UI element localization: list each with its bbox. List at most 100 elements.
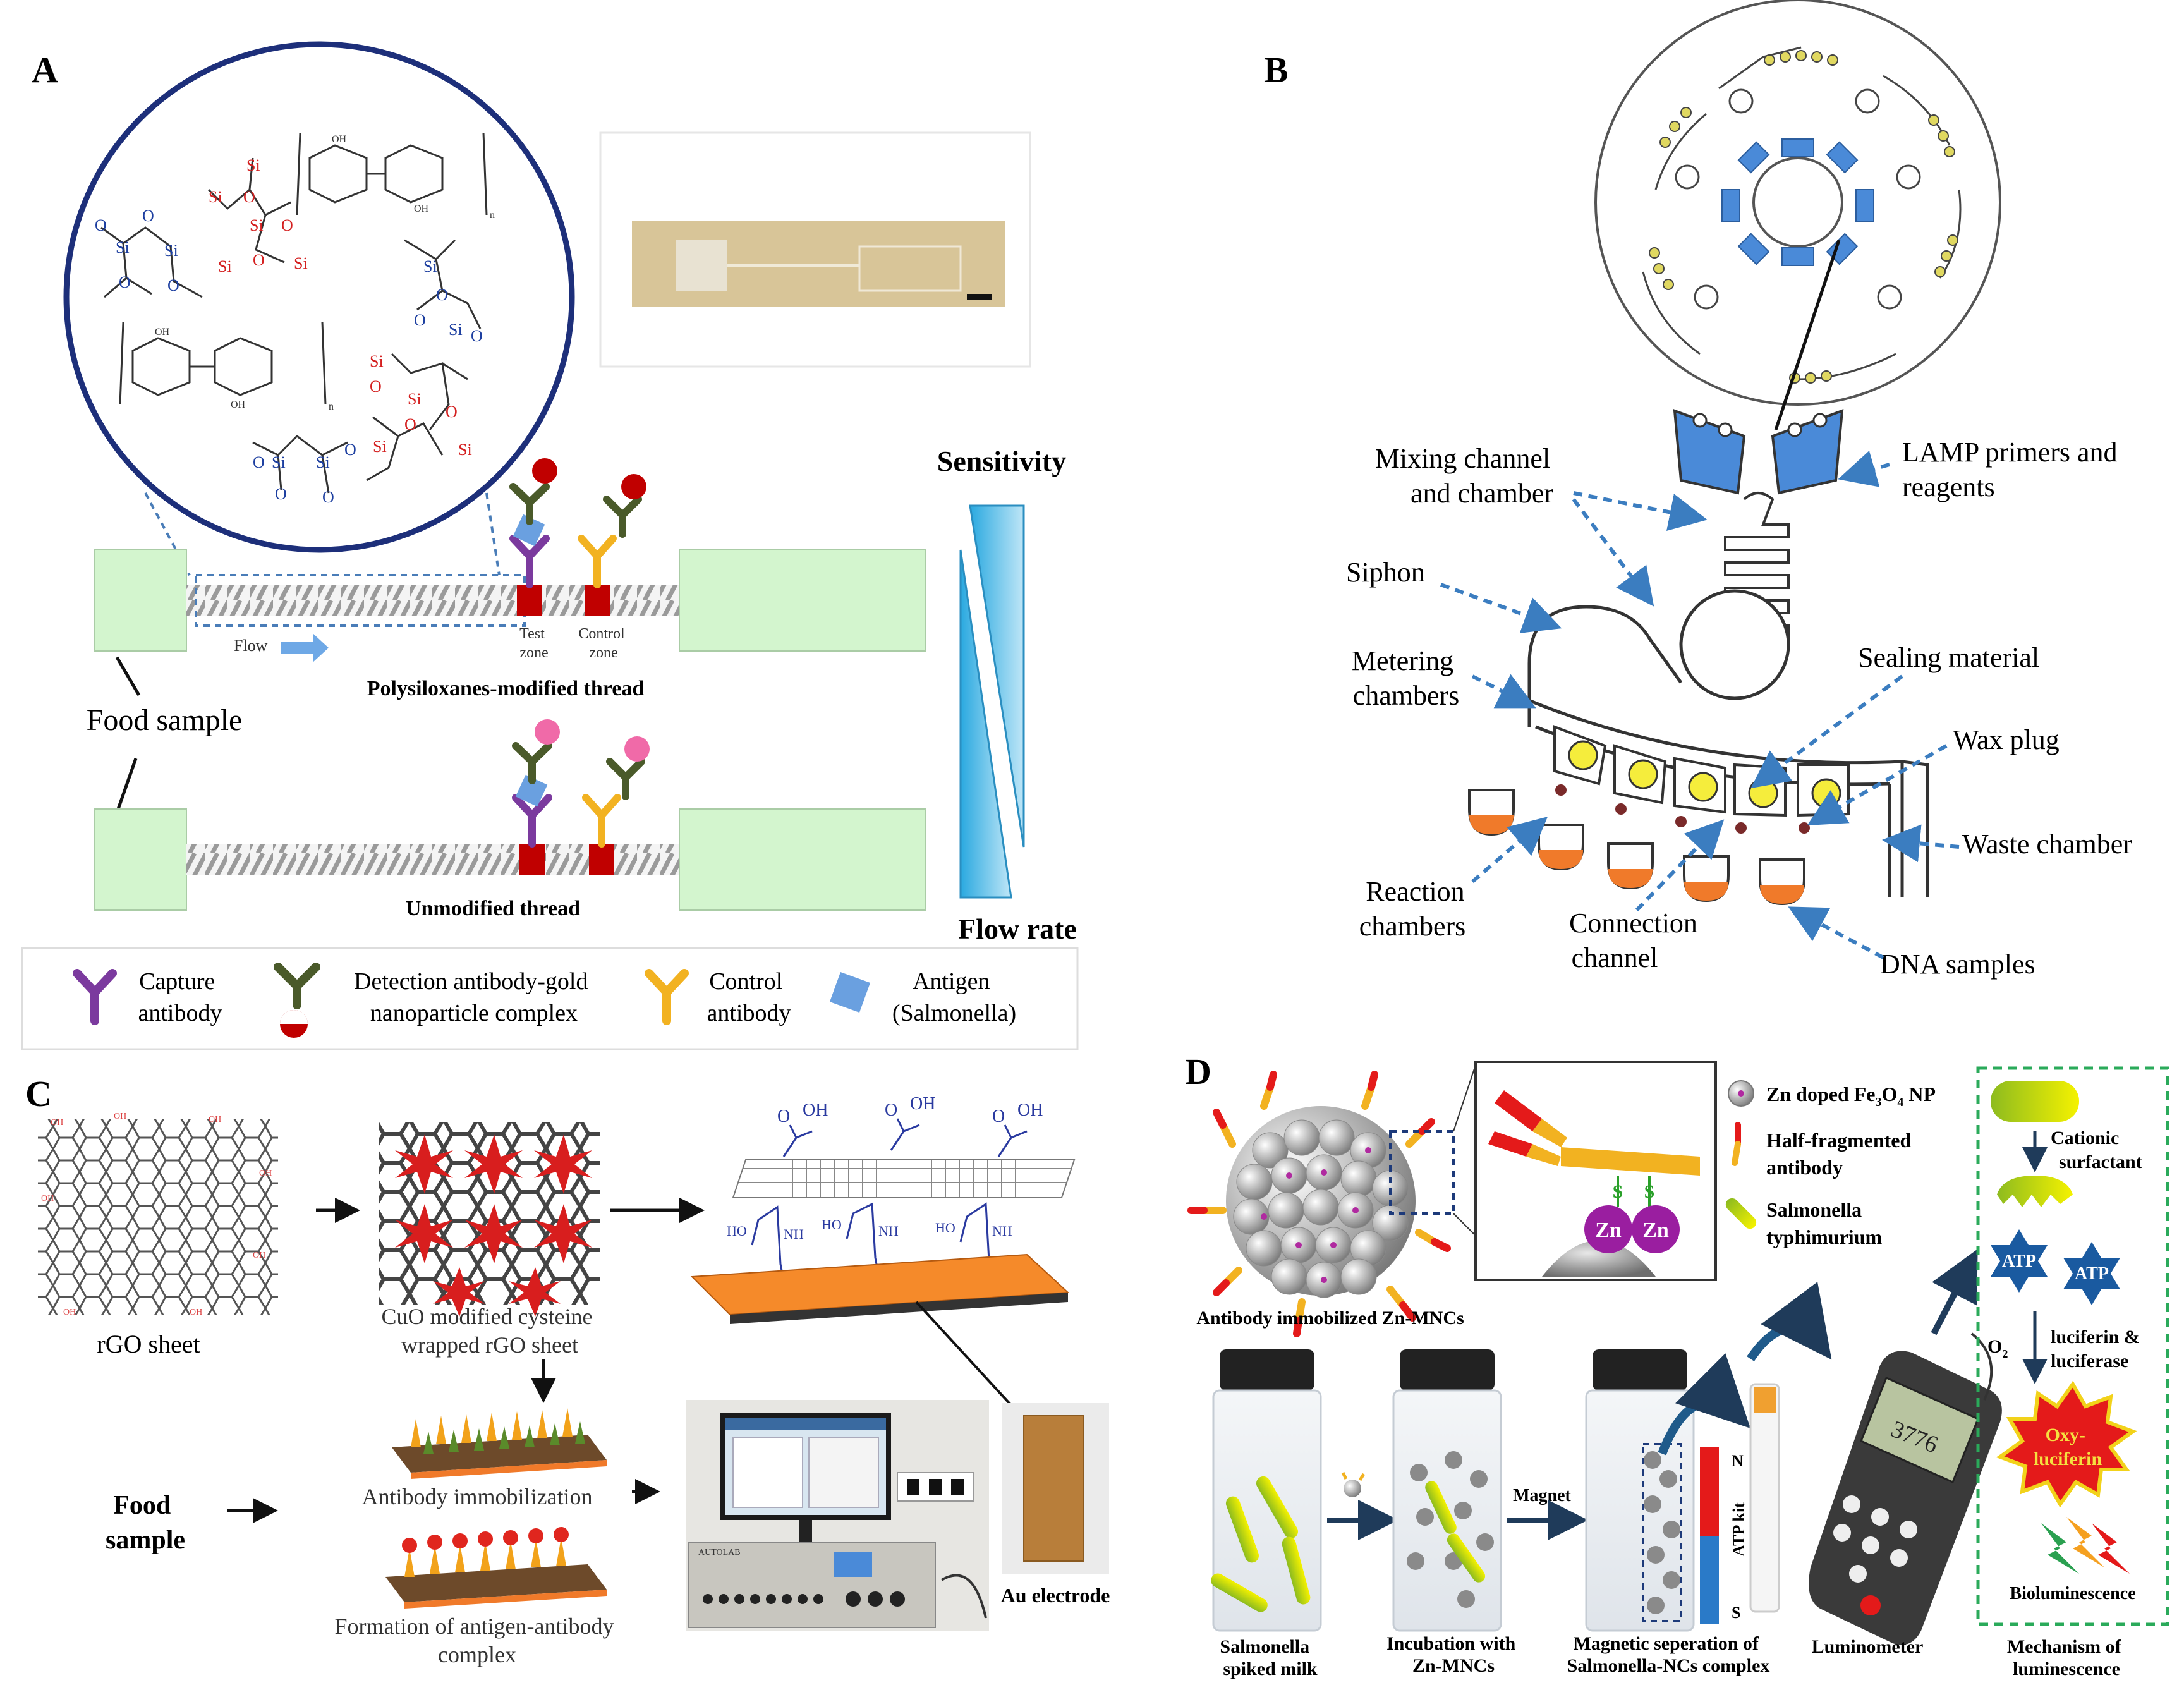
vial-spiked-milk	[1211, 1349, 1322, 1632]
panel-a-legend	[21, 947, 1079, 1050]
disc-dots	[1649, 50, 1958, 384]
absorbent-pad-bottom	[679, 808, 926, 911]
svg-text:O: O	[436, 286, 448, 304]
atp-kit-label: ATP kit	[1730, 1502, 1748, 1557]
svg-text:O: O	[471, 327, 483, 345]
step-magnetic-separation: Magnetic seperation of Salmonella-NCs co…	[1567, 1633, 1770, 1676]
label-connection-channel: Connection channel	[1569, 908, 1704, 973]
detection-antibody-control-bottom	[606, 758, 645, 800]
svg-text:O: O	[142, 207, 154, 225]
svg-text:n: n	[329, 401, 334, 412]
svg-text:O: O	[370, 377, 382, 396]
graphene-layer	[732, 1159, 1076, 1198]
disc-chambers	[1721, 138, 1874, 266]
potentiostat-photo: AUTOLAB	[686, 1400, 989, 1631]
antigen-bottom	[515, 774, 548, 807]
svg-text:OH: OH	[253, 1251, 265, 1260]
label-siphon: Siphon	[1346, 557, 1425, 588]
control-zone-marker-bottom	[589, 844, 614, 875]
reaction-chambers	[1468, 789, 1805, 906]
control-zone-marker-top	[585, 585, 610, 616]
waste-chamber-channel	[1888, 760, 1929, 897]
svg-text:O: O	[281, 216, 293, 234]
antibody-immobilization-label: Antibody immobilization	[362, 1484, 593, 1509]
cuo-label: CuO modified cysteine wrapped rGO sheet	[382, 1304, 598, 1358]
svg-text:OH: OH	[803, 1100, 828, 1120]
svg-text:NH: NH	[784, 1226, 804, 1242]
svg-text:O: O	[243, 188, 255, 206]
atp-kit	[1749, 1383, 1780, 1613]
sensitivity-wedge	[969, 504, 1025, 848]
svg-text:NH: NH	[992, 1223, 1012, 1239]
svg-text:Si: Si	[164, 241, 178, 260]
magnified-circle	[63, 41, 575, 553]
control-zone-label: Control zone	[578, 626, 628, 661]
food-sample-pointers	[112, 656, 141, 822]
panel-c-letter: C	[25, 1073, 52, 1114]
panel-b-letter: B	[1264, 49, 1289, 90]
vial-separation	[1585, 1349, 1719, 1632]
svg-text:OH: OH	[1017, 1100, 1043, 1120]
test-zone-marker-top	[517, 585, 542, 616]
svg-text:Si: Si	[272, 453, 286, 471]
gold-nanoparticle-control-top	[621, 474, 646, 499]
svg-text:Si: Si	[116, 238, 130, 257]
svg-text:Si: Si	[449, 320, 463, 339]
label-wax-plug: Wax plug	[1953, 724, 2060, 755]
legend-detection-antibody: Detection antibody-gold nanoparticle com…	[354, 968, 594, 1026]
thread-device-photo	[599, 131, 1031, 368]
svg-text:OH: OH	[209, 1115, 221, 1124]
zn-mnc-particle	[1341, 1471, 1366, 1497]
magnet-n-label: N	[1732, 1452, 1744, 1470]
arrow-separation-to-kit	[1747, 1282, 1832, 1361]
magnet-s	[1700, 1536, 1719, 1624]
svg-text:OH: OH	[231, 399, 246, 410]
legend-half-antibody-icon	[1732, 1122, 1741, 1166]
svg-text:O: O	[777, 1107, 790, 1126]
mechanism-box	[1976, 1066, 2169, 1626]
svg-text:OH: OH	[190, 1308, 202, 1317]
svg-text:OH: OH	[114, 1112, 126, 1121]
legend-half-antibody-label: Half-fragmented antibody	[1766, 1129, 1916, 1179]
absorbent-pad-top	[679, 549, 926, 652]
flow-arrow	[281, 633, 329, 662]
mechanism-luciferin-label: luciferin & luciferase	[2051, 1327, 2144, 1372]
svg-text:Si: Si	[373, 437, 387, 456]
svg-text:Si: Si	[218, 257, 232, 276]
flow-rate-label: Flow rate	[958, 913, 1077, 945]
zn-mnc-label: Antibody immobilized Zn-MNCs	[1196, 1308, 1464, 1329]
legend-capture-antibody: Capture antibody	[138, 968, 222, 1026]
oxyluciferin-burst	[1996, 1380, 2137, 1508]
modified-thread-label: Polysiloxanes-modified thread	[367, 677, 645, 700]
svg-text:O: O	[95, 216, 107, 234]
rgo-label: rGO sheet	[97, 1330, 200, 1358]
test-zone-marker-bottom	[519, 844, 545, 875]
svg-text:Si: Si	[423, 257, 437, 276]
antigen-antibody-sheet	[385, 1527, 607, 1609]
antibody-immobilized-sheet	[392, 1408, 607, 1479]
svg-text:O: O	[404, 415, 416, 434]
panel-b-labels: Mixing channel and chamber LAMP primers …	[1346, 437, 2132, 980]
cooh-groups	[782, 1118, 1028, 1157]
gold-nanoparticle-control-bottom	[624, 736, 650, 762]
svg-text:OH: OH	[910, 1094, 935, 1114]
svg-text:S: S	[1644, 1181, 1655, 1202]
detection-antibody-control-top	[603, 496, 642, 538]
svg-text:O: O	[119, 273, 131, 291]
lamp-chamber-left	[1673, 409, 1746, 495]
flow-label: Flow	[234, 636, 268, 655]
arrow-luminometer-to-mechanism	[1931, 1249, 1978, 1335]
svg-text:HO: HO	[822, 1217, 842, 1232]
svg-text:O: O	[992, 1107, 1005, 1126]
gold-nanoparticle-top	[532, 458, 557, 484]
svg-text:OH: OH	[51, 1118, 63, 1128]
svg-text:O: O	[344, 441, 356, 459]
food-sample-label: Food sample	[87, 703, 243, 737]
rgo-functional-groups: OH OH OH OH OH OH OH OH	[41, 1112, 272, 1317]
food-sample-label-c: Food sample	[106, 1491, 185, 1555]
svg-text:O: O	[275, 485, 287, 503]
mixing-chamber	[1679, 589, 1790, 700]
svg-text:Si: Si	[250, 216, 264, 234]
svg-text:HO: HO	[935, 1220, 956, 1236]
panel-d-letter: D	[1185, 1051, 1211, 1092]
